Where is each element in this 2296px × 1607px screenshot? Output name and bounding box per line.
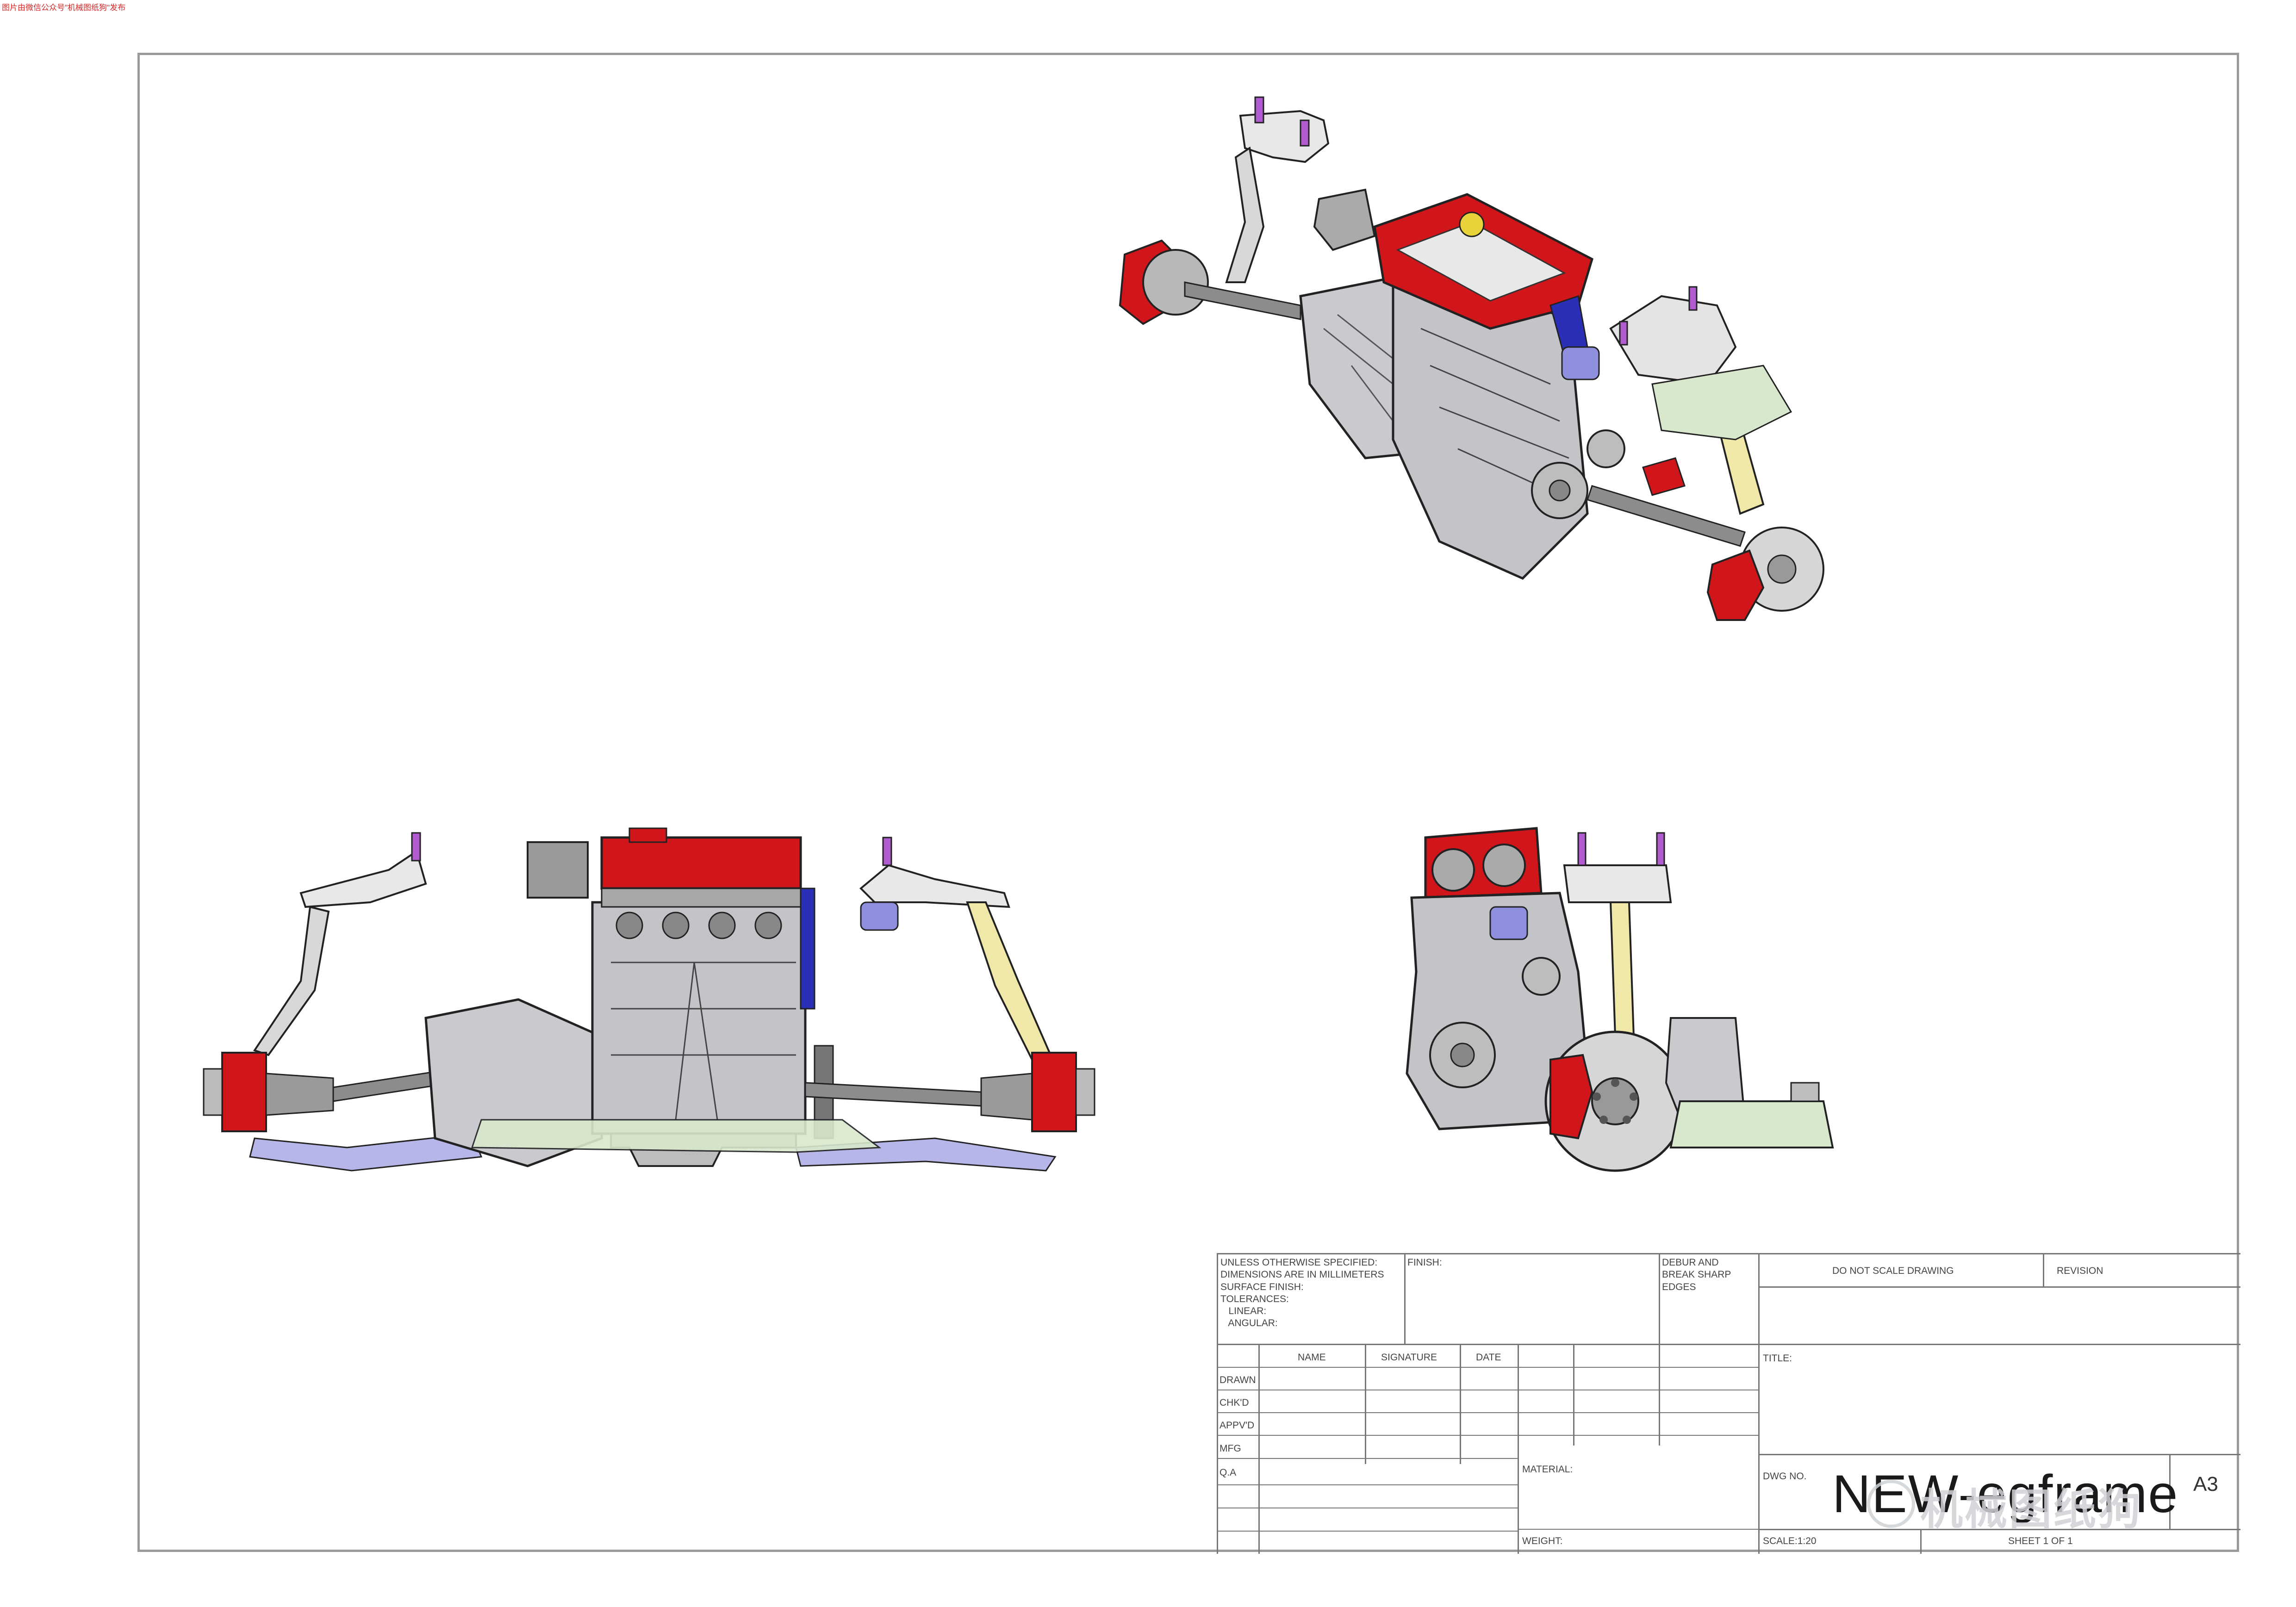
- knuckle-arm: [966, 901, 1052, 1061]
- material-label: MATERIAL:: [1522, 1464, 1573, 1475]
- mount-stud: [1619, 321, 1628, 346]
- sheet-size: A3: [2193, 1473, 2218, 1495]
- knuckle-arm: [1609, 901, 1635, 1037]
- col-signature: SIGNATURE: [1381, 1352, 1437, 1363]
- valve-cover: [600, 836, 802, 890]
- row-checked: CHK'D: [1220, 1397, 1249, 1408]
- oil-cap: [1459, 211, 1485, 237]
- tolerance-note: UNLESS OTHERWISE SPECIFIED: DIMENSIONS A…: [1220, 1257, 1384, 1329]
- mount-stud: [1254, 96, 1264, 124]
- row-drawn: DRAWN: [1220, 1375, 1256, 1385]
- cam-gear: [1431, 848, 1475, 892]
- scale-label: SCALE:1:20: [1763, 1536, 1817, 1546]
- dwg-no-label: DWG NO.: [1763, 1471, 1807, 1482]
- row-approved: APPV'D: [1220, 1420, 1255, 1431]
- title-label: TITLE:: [1763, 1353, 1792, 1364]
- mount-stud: [411, 832, 421, 862]
- revision-label: REVISION: [2057, 1266, 2103, 1276]
- cam-gear: [1482, 844, 1526, 887]
- debur-note: DEBUR AND BREAK SHARP EDGES: [1662, 1257, 1731, 1292]
- mount-stud: [1577, 832, 1587, 866]
- brake-caliper: [1549, 1054, 1593, 1140]
- front-view: [194, 796, 1115, 1226]
- mount-stud: [1688, 286, 1698, 311]
- row-qa: Q.A: [1220, 1467, 1237, 1478]
- brake-caliper: [1706, 549, 1765, 621]
- row-mfg: MFG: [1220, 1443, 1241, 1454]
- mount-stud: [882, 837, 892, 866]
- sheet-label: SHEET 1 OF 1: [2008, 1536, 2073, 1546]
- do-not-scale-label: DO NOT SCALE DRAWING: [1832, 1266, 1954, 1276]
- brake-caliper: [1031, 1052, 1077, 1132]
- col-name: NAME: [1298, 1352, 1326, 1363]
- drawing-border: [137, 53, 2239, 1552]
- col-date: DATE: [1476, 1352, 1501, 1363]
- mount-stud: [1656, 832, 1665, 866]
- watermark-text: 机械图纸狗: [1920, 1486, 2143, 1533]
- side-view: [1384, 796, 1847, 1194]
- isometric-view: [1106, 88, 1837, 662]
- brake-caliper: [221, 1052, 267, 1132]
- finish-label: FINISH:: [1407, 1257, 1442, 1268]
- watermark-logo-icon: [1867, 1480, 1915, 1528]
- watermark-text: 图片由微信公众号"机械图纸狗"发布: [2, 3, 126, 12]
- weight-label: WEIGHT:: [1522, 1536, 1563, 1546]
- title-block: UNLESS OTHERWISE SPECIFIED: DIMENSIONS A…: [1217, 1253, 2240, 1554]
- mount-stud: [1300, 119, 1310, 147]
